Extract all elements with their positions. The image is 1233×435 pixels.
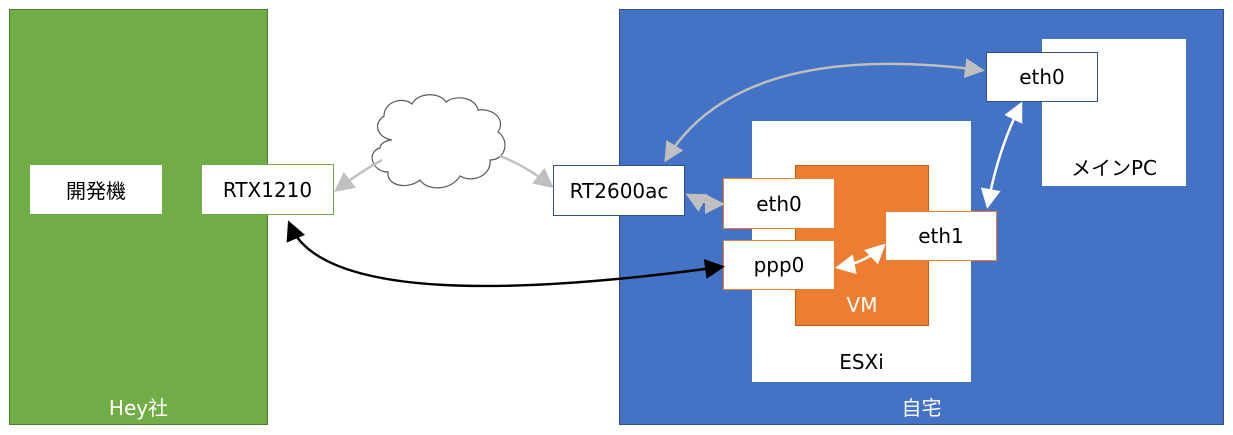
home-zone-label: 自宅 — [901, 396, 942, 420]
rt2600ac-node: RT2600ac — [553, 165, 685, 216]
rt2600ac-mainpc-link — [664, 58, 985, 163]
cloud-rt2600ac-link — [499, 154, 554, 189]
rtx1210-ppp0-tunnel — [286, 220, 725, 288]
main-pc-eth0-node: eth0 — [986, 52, 1098, 102]
office-zone — [9, 9, 268, 425]
vm-eth1-node: eth1 — [885, 211, 997, 261]
office-zone-label: Hey社 — [108, 396, 169, 420]
eth1-mainpc-link — [980, 101, 1023, 209]
internet-cloud-icon — [371, 94, 506, 189]
dev-machine-node: 開発機 — [30, 165, 162, 214]
cloud-rtx1210-link — [334, 158, 383, 193]
ppp0-eth1-link — [835, 243, 886, 274]
main-pc-label: メインPC — [1070, 156, 1158, 180]
esxi-eth0-node: eth0 — [723, 178, 835, 229]
esxi-label: ESXi — [839, 350, 884, 374]
vm-label: VM — [846, 293, 878, 317]
rt2600ac-esxi-link — [685, 193, 725, 214]
rtx1210-node: RTX1210 — [201, 164, 334, 215]
